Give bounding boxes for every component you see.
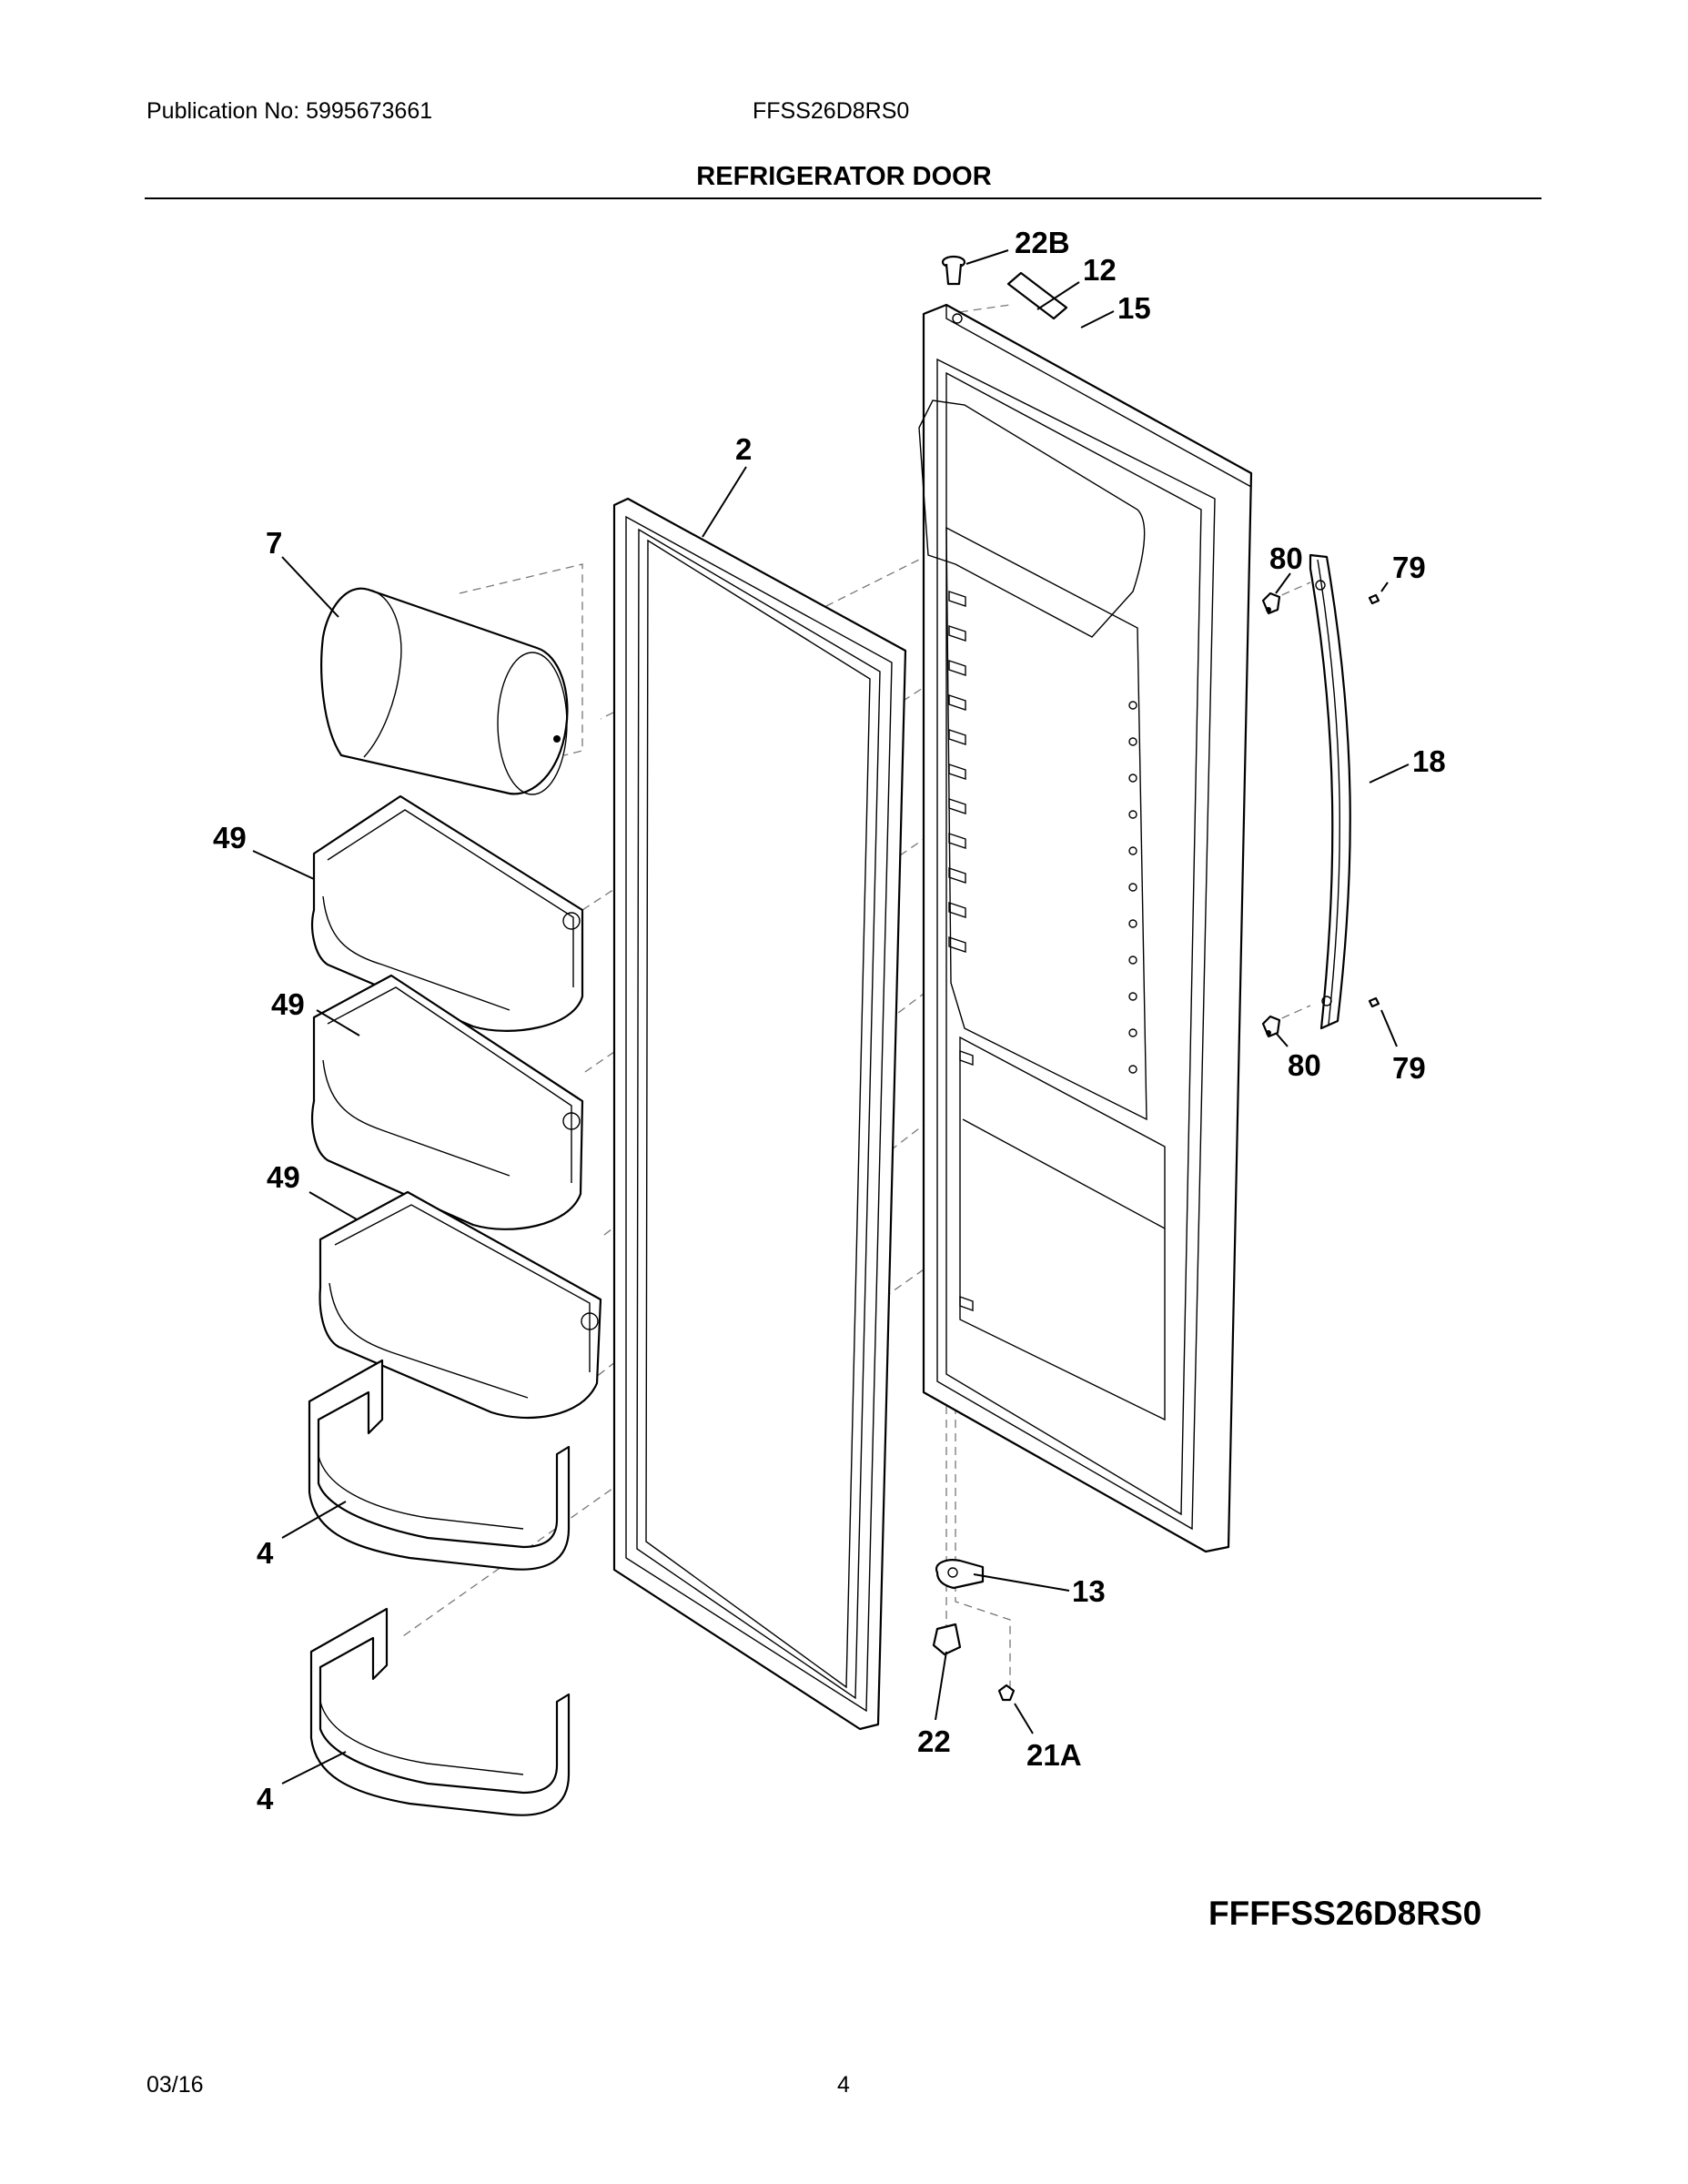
header-rule	[145, 197, 1541, 199]
door-shelf-supports	[948, 591, 974, 1311]
leader-lines	[252, 249, 1410, 1785]
publication-date: 03/16	[147, 2072, 204, 2098]
callout-7: 7	[266, 526, 282, 560]
diagram-model-code: FFFFSS26D8RS0	[1208, 1895, 1482, 1932]
part-12-label	[1006, 271, 1068, 320]
callout-2: 2	[735, 432, 752, 466]
callout-4-lower: 4	[257, 1782, 274, 1815]
callout-15: 15	[1117, 291, 1151, 325]
part-80-handle-stud-upper	[1261, 592, 1281, 615]
callout-80-lower: 80	[1288, 1048, 1321, 1082]
part-7-dairy-cover	[320, 587, 569, 795]
callout-21a: 21A	[1026, 1738, 1082, 1772]
part-4-door-shelf-1	[308, 1359, 571, 1571]
part-13-hinge-plate	[935, 1559, 985, 1590]
callout-49-middle: 49	[271, 987, 305, 1021]
callout-49-upper: 49	[213, 821, 247, 854]
part-18-door-handle	[1309, 553, 1351, 1030]
callout-4-upper: 4	[257, 1536, 274, 1570]
part-2-door-gasket	[612, 497, 907, 1731]
callout-22b: 22B	[1015, 226, 1070, 259]
callout-79-upper: 79	[1392, 551, 1426, 584]
part-79-set-screw-lower	[1368, 996, 1380, 1008]
callout-49-lower: 49	[267, 1160, 300, 1194]
door-right-rail-dots	[1128, 701, 1137, 1074]
part-22b-hinge-bushing	[941, 255, 966, 286]
part-49-door-bin-2	[311, 974, 584, 1230]
part-80-handle-stud-lower	[1261, 1015, 1281, 1038]
callout-80-upper: 80	[1269, 541, 1303, 575]
callout-18: 18	[1412, 744, 1446, 778]
part-49-door-bin-1	[311, 794, 584, 1032]
part-22-hinge-bushing	[932, 1623, 962, 1656]
part-4-door-shelf-2	[309, 1607, 571, 1816]
callout-12: 12	[1083, 253, 1117, 287]
callout-22: 22	[917, 1724, 951, 1758]
part-15-door-assembly	[918, 303, 1253, 1553]
callout-13: 13	[1072, 1574, 1106, 1608]
page-title: REFRIGERATOR DOOR	[696, 162, 992, 191]
part-49-door-bin-3	[318, 1190, 602, 1420]
part-79-set-screw-upper	[1368, 593, 1380, 605]
callout-79-lower: 79	[1392, 1051, 1426, 1085]
publication-number: Publication No: 5995673661	[147, 98, 433, 124]
model-number-header: FFSS26D8RS0	[753, 98, 910, 124]
part-21a-screw	[997, 1684, 1016, 1702]
page-number: 4	[837, 2072, 850, 2098]
